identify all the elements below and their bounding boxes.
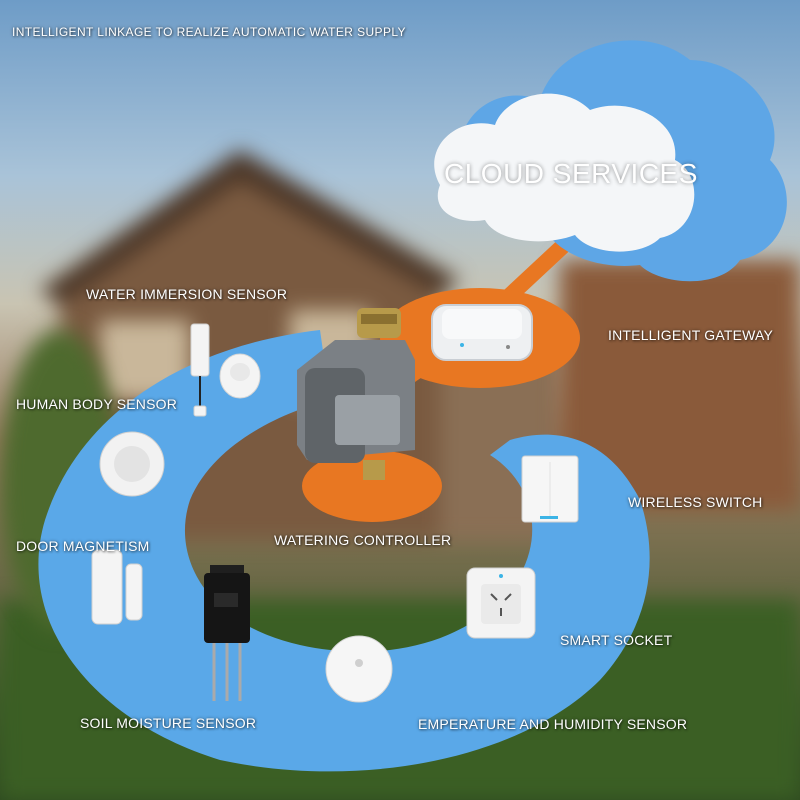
gateway-device-icon (431, 304, 533, 361)
round-sensor-icon (99, 431, 165, 497)
water-immersion-sensor-label: WATER IMMERSION SENSOR (86, 286, 288, 302)
controller-base-disk (302, 450, 442, 522)
wireless-switch-label: WIRELESS SWITCH (628, 494, 763, 510)
human-body-sensor-icon (219, 353, 261, 399)
cloud-services-label: CLOUD SERVICES (444, 158, 698, 189)
soil-moisture-sensor-label: SOIL MOISTURE SENSOR (80, 715, 257, 731)
smart-socket-label: SMART SOCKET (560, 632, 673, 648)
intelligent-gateway-label: INTELLIGENT GATEWAY (608, 327, 774, 343)
door-magnet-icon (91, 549, 143, 625)
soil-moisture-probe-icon (204, 565, 250, 701)
water-immersion-sensor-icon (190, 323, 210, 417)
blue-ring (38, 330, 650, 772)
temperature-humidity-sensor-label: EMPERATURE AND HUMIDITY SENSOR (418, 716, 688, 732)
header-text: INTELLIGENT LINKAGE TO REALIZE AUTOMATIC… (12, 25, 406, 39)
human-body-sensor-label: HUMAN BODY SENSOR (16, 396, 178, 412)
cloud-icon (434, 40, 787, 282)
door-magnetism-label: DOOR MAGNETISM (16, 538, 150, 554)
temperature-humidity-sensor-icon (325, 635, 393, 703)
watering-controller-icon (297, 308, 415, 480)
smart-socket-icon (466, 567, 536, 639)
wireless-switch-icon (521, 455, 579, 523)
watering-controller-label: WATERING CONTROLLER (274, 532, 452, 548)
